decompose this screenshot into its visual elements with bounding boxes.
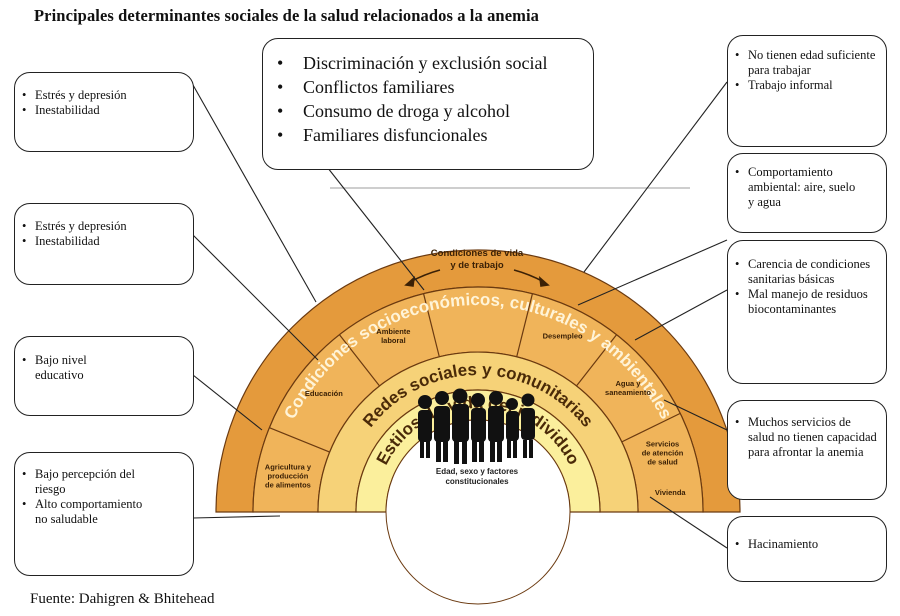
box-left2-item-1: Estrés y depresión — [22, 219, 193, 234]
box-right2-item-1: Comportamiento ambiental: aire, suelo y … — [735, 165, 858, 210]
box-top-item-3: Consumo de droga y alcohol — [277, 99, 593, 123]
segment-label-line: laboral — [381, 336, 406, 345]
segment-divider — [516, 293, 534, 357]
segment-label-line: Desempleo — [543, 332, 583, 341]
box-right-work: No tienen edad suficiente para trabajar … — [727, 35, 887, 147]
ring-inner — [385, 419, 571, 605]
segment-label-line: Agua y — [615, 379, 641, 388]
segment-label-line: de atención — [642, 449, 684, 458]
box-right-environment: Comportamiento ambiental: aire, suelo y … — [727, 153, 887, 233]
segment-label-line: producción — [268, 471, 309, 480]
connector-lines — [192, 81, 728, 549]
segment-label-housing: Vivienda — [655, 488, 687, 497]
box-left2-item-2: Inestabilidad — [22, 234, 193, 249]
segment-divider — [339, 334, 380, 387]
living-conditions-arrows — [404, 269, 550, 287]
box-top-item-2: Conflictos familiares — [277, 75, 593, 99]
box-right3-item-1: Carencia de condiciones sanitarias básic… — [735, 257, 880, 287]
living-conditions-label: Condiciones de vida y de trabajo — [431, 248, 524, 271]
box-left1-item-1: Estrés y depresión — [22, 88, 193, 103]
segment-dividers — [269, 293, 681, 453]
box-left-stress-2: Estrés y depresión Inestabilidad — [14, 203, 194, 285]
box-left-education: Bajo nivel educativo — [14, 336, 194, 416]
segment-divider — [422, 293, 440, 357]
box-left3-item-1: Bajo nivel educativo — [22, 353, 135, 383]
segment-divider — [621, 412, 681, 443]
people-silhouettes-icon — [418, 388, 535, 464]
living-conditions-line2: y de trabajo — [450, 260, 504, 271]
box-left1-item-2: Inestabilidad — [22, 103, 193, 118]
box-left4-item-1: Bajo percepción del riesgo — [22, 467, 153, 497]
box-top-social: Discriminación y exclusión social Confli… — [262, 38, 594, 170]
box-left4-item-2: Alto comportamiento no saludable — [22, 497, 153, 527]
segment-label-line: Servicios — [646, 440, 679, 449]
center-label-line2: constitucionales — [445, 477, 509, 486]
segment-label-line: saneamiento — [605, 388, 651, 397]
box-right-health-services: Muchos servicios de salud no tienen capa… — [727, 400, 887, 500]
box-right-housing: Hacinamiento — [727, 516, 887, 582]
segment-label-line: Vivienda — [655, 488, 687, 497]
segment-label-line: Agricultura y — [265, 462, 312, 471]
segment-divider — [576, 334, 617, 387]
box-right1-item-2: Trabajo informal — [735, 78, 878, 93]
segment-label-education: Educación — [305, 389, 343, 398]
box-left-risk: Bajo percepción del riesgo Alto comporta… — [14, 452, 194, 576]
box-top-item-4: Familiares disfuncionales — [277, 123, 593, 147]
center-label-line1: Edad, sexo y factores — [436, 467, 519, 476]
box-right1-item-1: No tienen edad suficiente para trabajar — [735, 48, 878, 78]
figure-title: Principales determinantes sociales de la… — [34, 6, 539, 25]
living-conditions-line1: Condiciones de vida — [431, 248, 524, 259]
segment-label-line: de salud — [647, 458, 678, 467]
center-label: Edad, sexo y factores constitucionales — [436, 467, 519, 486]
box-top-item-1: Discriminación y exclusión social — [277, 51, 593, 75]
segment-label-line: Ambiente — [376, 327, 410, 336]
segment-label-unemployment: Desempleo — [543, 332, 583, 341]
figure-source: Fuente: Dahigren & Bhitehead — [30, 591, 215, 607]
box-left-stress-1: Estrés y depresión Inestabilidad — [14, 72, 194, 152]
box-right-sanitation: Carencia de condiciones sanitarias básic… — [727, 240, 887, 384]
box-right3-item-2: Mal manejo de residuos biocontaminantes — [735, 287, 880, 317]
segment-label-line: de alimentos — [265, 480, 311, 489]
box-right4-item-1: Muchos servicios de salud no tienen capa… — [735, 415, 880, 460]
segment-divider — [269, 427, 330, 453]
segment-label-line: Educación — [305, 389, 343, 398]
box-right5-item-1: Hacinamiento — [735, 537, 886, 552]
